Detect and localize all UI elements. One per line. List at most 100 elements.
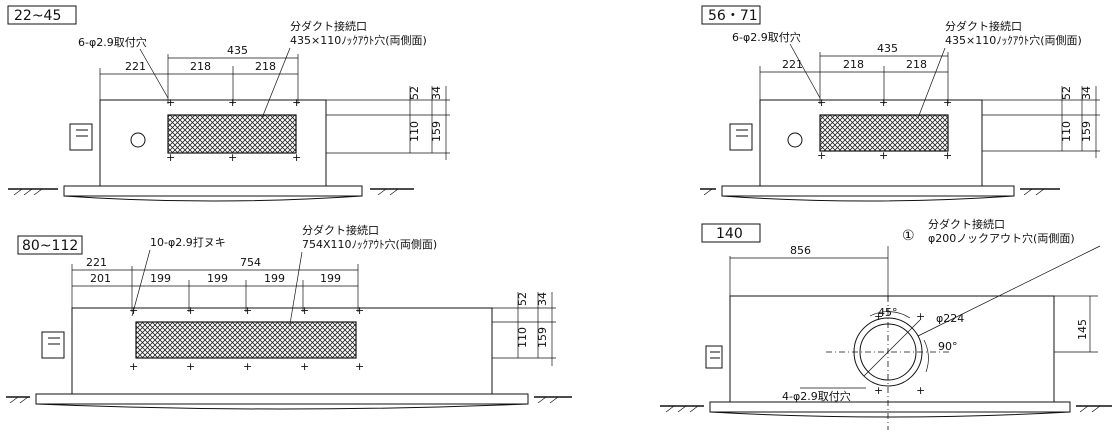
dim-v3: 110 [516,327,529,348]
pipe-connector [729,123,753,151]
panel-140: 140 ① 分ダクト接続口 φ200ノックアウト穴(両側面) 856 45° φ… [660,217,1112,430]
dim-left: 221 [782,58,803,71]
angle-45: 45° [878,306,898,319]
ceiling-panel [721,185,1015,197]
duct-opening [819,114,949,152]
panel-22-45: 22~45 6-φ2.9取付穴 分ダクト接続口 435×110ﾉｯｸｱｳﾄ穴(両… [7,5,450,202]
dim-seg2: 218 [906,58,927,71]
dim-left: 221 [125,60,146,73]
duct-leader [917,245,1101,337]
pipe-connector [69,123,93,151]
dim-seg1: 218 [843,58,864,71]
svg-text:+: + [228,151,237,164]
drain-port [787,132,803,148]
duct-leader [261,47,291,119]
dim-v2: 34 [536,292,549,306]
svg-text:+: + [355,360,364,373]
dim-seg1: 218 [190,60,211,73]
duct-label-2: φ200ノックアウト穴(両側面) [928,231,1075,245]
duct-label-2: 754X110ﾉｯｸｱｳﾄ穴(両側面) [302,237,437,251]
svg-text:+: + [166,96,175,109]
dim-horizontal: 856 [790,244,811,257]
dim-total: 435 [877,42,898,55]
duct-opening [135,321,357,359]
svg-text:+: + [879,96,888,109]
dim-total: 435 [227,44,248,57]
angle-90: 90° [938,340,958,353]
dim-vertical: 145 [1076,319,1089,340]
svg-text:+: + [817,149,826,162]
ceiling-panel [63,185,363,197]
dim-v4: 159 [430,121,443,142]
dim-total: 754 [240,256,261,269]
model-label: 56・71 [708,8,758,24]
duct-label-2: 435×110ﾉｯｸｱｳﾄ穴(両側面) [290,33,427,47]
diameter-line [863,319,921,377]
ceiling-panel [709,401,1071,413]
mount-hole-label: 10-φ2.9打ヌキ [150,235,226,249]
dim-left-inner: 201 [90,272,111,285]
svg-text:+: + [355,304,364,317]
svg-text:+: + [874,384,883,397]
dim-v1: 52 [516,292,529,306]
model-box [701,223,761,243]
mount-hole-label: 6-φ2.9取付穴 [732,30,801,44]
svg-text:+: + [166,151,175,164]
svg-text:+: + [228,96,237,109]
circle-marker: ① [902,228,915,244]
duct-leader [289,251,303,325]
dim-v4: 159 [536,327,549,348]
svg-text:+: + [874,310,883,323]
drain-port [130,132,146,148]
mount-hole-leader [789,43,821,99]
svg-text:+: + [186,360,195,373]
duct-label-1: 分ダクト接続口 [945,19,1022,33]
svg-text:+: + [879,149,888,162]
dim-v4: 159 [1080,121,1093,142]
ceiling-panel [35,393,529,405]
svg-text:+: + [916,310,925,323]
mount-hole-label: 6-φ2.9取付穴 [78,35,147,49]
svg-text:+: + [943,96,952,109]
pipe-connector [705,345,723,369]
dim-v3: 110 [1060,121,1073,142]
dim-left-outer: 221 [86,256,107,269]
dim-seg2: 199 [207,272,228,285]
mount-hole-leader [131,249,151,317]
svg-text:+: + [943,149,952,162]
dim-v1: 52 [408,86,421,100]
duct-label-2: 435×110ﾉｯｸｱｳﾄ穴(両側面) [945,33,1082,47]
dim-v2: 34 [430,86,443,100]
svg-text:+: + [129,304,138,317]
mount-hole-leader [139,48,169,99]
model-label: 22~45 [14,8,61,24]
duct-label-1: 分ダクト接続口 [302,223,379,237]
svg-text:+: + [300,304,309,317]
model-box [701,5,761,25]
svg-text:+: + [300,360,309,373]
model-label: 80~112 [22,238,78,254]
dim-seg3: 199 [264,272,285,285]
svg-text:+: + [292,96,301,109]
panel-80-112: 80~112 10-φ2.9打ヌキ 分ダクト接続口 754X110ﾉｯｸｱｳﾄ穴… [6,223,572,410]
svg-text:+: + [292,151,301,164]
dim-seg1: 199 [150,272,171,285]
diameter-label: φ224 [936,312,964,325]
svg-text:+: + [243,304,252,317]
dim-seg4: 199 [320,272,341,285]
dim-v3: 110 [408,121,421,142]
model-label: 140 [716,226,743,242]
dim-v1: 52 [1060,86,1073,100]
dim-v2: 34 [1080,86,1093,100]
svg-text:+: + [129,360,138,373]
duct-leader [917,47,946,119]
dim-seg2: 218 [255,60,276,73]
mount-hole-label: 4-φ2.9取付穴 [782,389,851,403]
panel-56-71: 56・71 6-φ2.9取付穴 分ダクト接続口 435×110ﾉｯｸｱｳﾄ穴(両… [700,5,1100,202]
svg-text:+: + [916,384,925,397]
pipe-connector [41,331,65,359]
duct-label-1: 分ダクト接続口 [928,217,1005,231]
model-box [17,235,83,255]
model-box [7,5,77,25]
